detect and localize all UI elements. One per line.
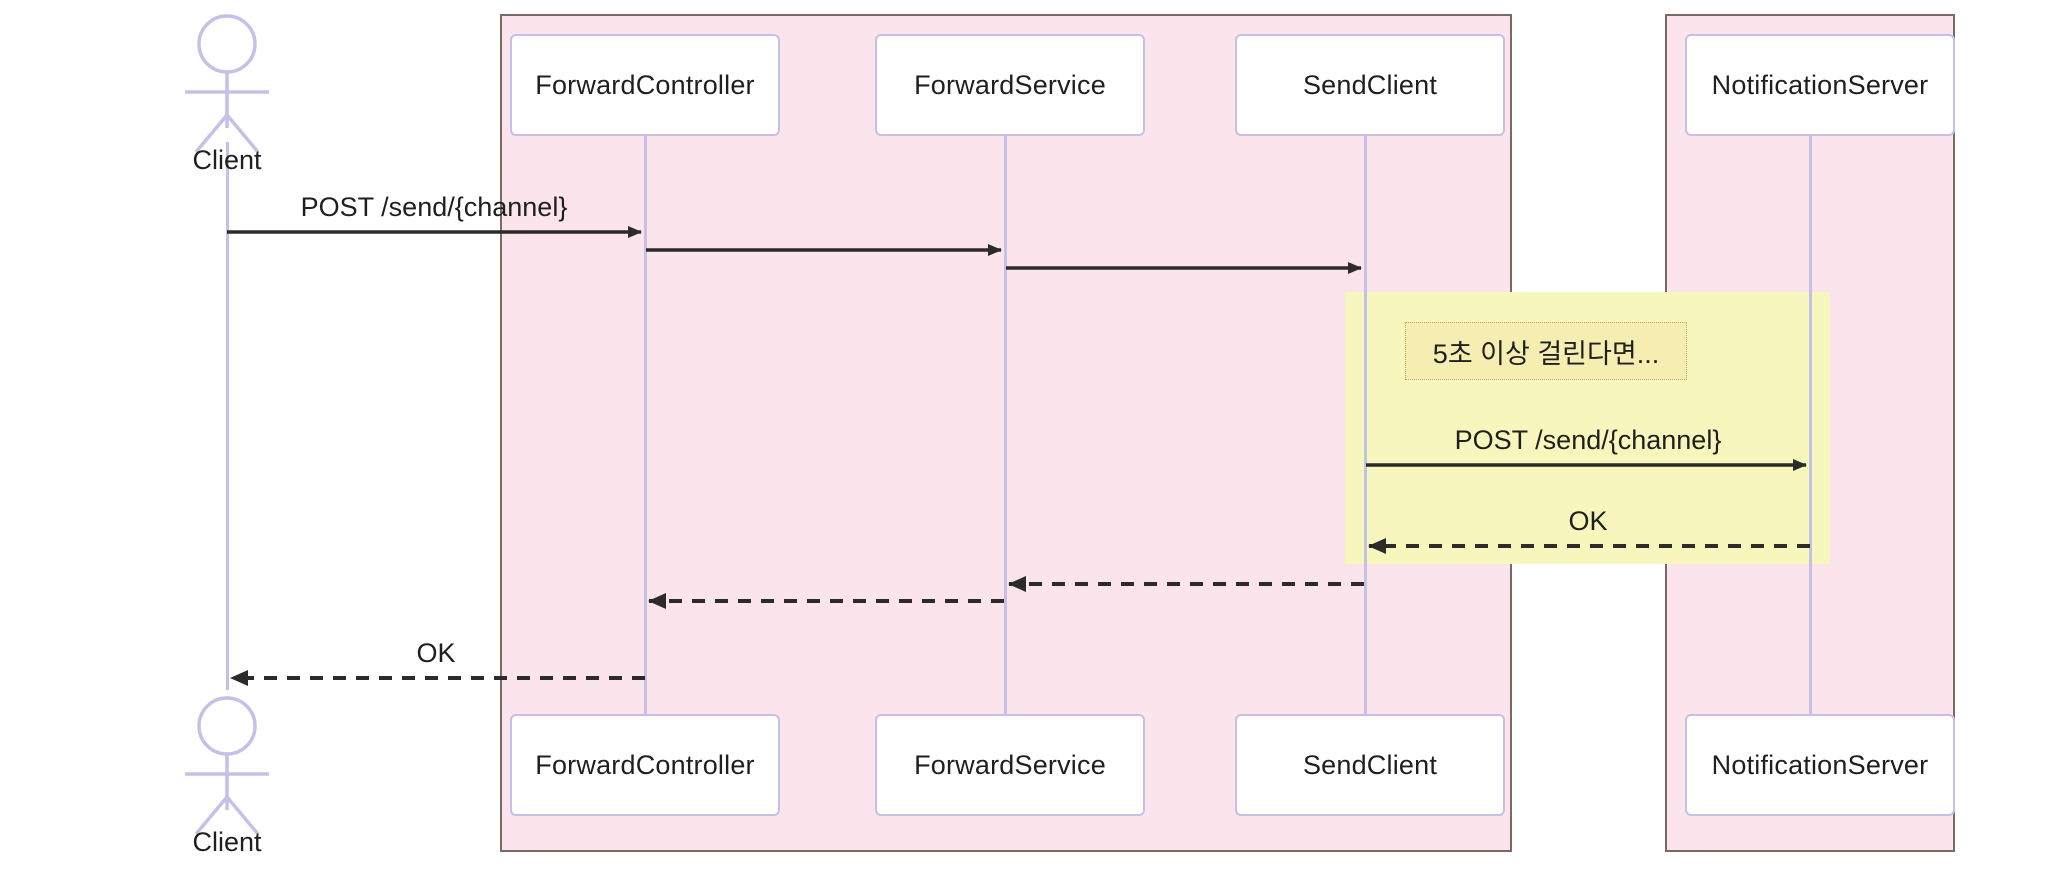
participant-send-client-top[interactable]: SendClient bbox=[1235, 34, 1505, 136]
lifeline-notification-server bbox=[1809, 136, 1812, 716]
message-label-1: POST /send/{channel} bbox=[300, 192, 568, 222]
lifeline-forward-controller bbox=[644, 136, 647, 716]
participant-notification-server-top[interactable]: NotificationServer bbox=[1685, 34, 1955, 136]
actor-client-top bbox=[185, 14, 269, 154]
actor-label-client-bottom: Client bbox=[192, 827, 262, 857]
actor-client-bottom bbox=[185, 696, 269, 836]
participant-forward-service-bottom[interactable]: ForwardService bbox=[875, 714, 1145, 816]
participant-send-client-bottom[interactable]: SendClient bbox=[1235, 714, 1505, 816]
participant-forward-controller-top[interactable]: ForwardController bbox=[510, 34, 780, 136]
actor-label-client-top: Client bbox=[192, 145, 262, 175]
lifeline-client bbox=[226, 142, 229, 690]
lifeline-send-client bbox=[1364, 136, 1367, 716]
participant-forward-service-top[interactable]: ForwardService bbox=[875, 34, 1145, 136]
timeout-note-label: 5초 이상 걸린다면... bbox=[1405, 322, 1687, 380]
message-label-8: OK bbox=[416, 638, 456, 668]
message-label-5: OK bbox=[1568, 506, 1608, 536]
participant-notification-server-bottom[interactable]: NotificationServer bbox=[1685, 714, 1955, 816]
lifeline-forward-service bbox=[1004, 136, 1007, 716]
message-label-4: POST /send/{channel} bbox=[1454, 425, 1722, 455]
participant-forward-controller-bottom[interactable]: ForwardController bbox=[510, 714, 780, 816]
